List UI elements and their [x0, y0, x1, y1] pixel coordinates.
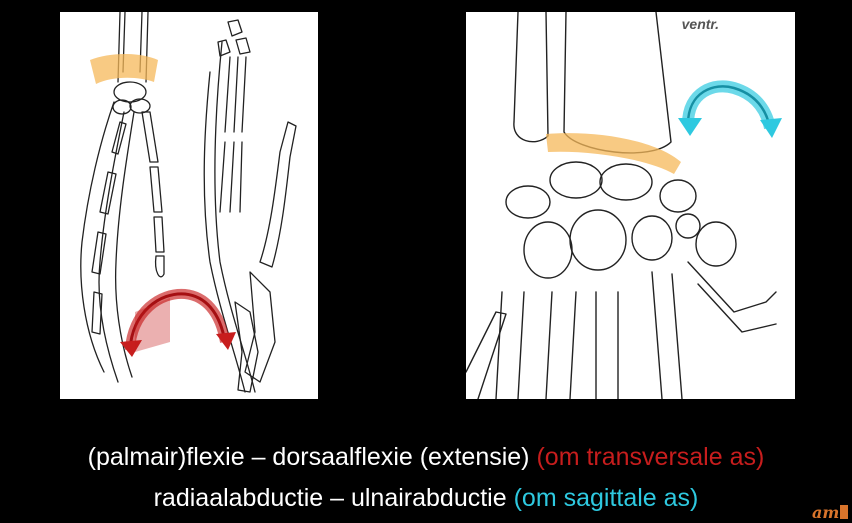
wrist-ventral-drawing	[466, 12, 782, 399]
wrist-ventral-image: ventr.	[466, 12, 795, 399]
caption-line2-axis: (om sagittale as)	[513, 484, 699, 512]
hand-skeleton-lateral-image	[60, 12, 318, 399]
wrist-joint-highlight	[90, 54, 158, 84]
radiocarpal-joint-highlight	[546, 133, 681, 174]
ventral-view-label: ventr.	[681, 16, 719, 32]
curved-arrow-cyan-icon	[678, 80, 782, 138]
caption-line1-axis: (om transversale as)	[536, 443, 765, 471]
hand-skeleton-lateral-drawing	[80, 12, 297, 393]
curved-arrow-red-icon	[120, 288, 236, 357]
caption-abduction: radiaalabductie – ulnairabductie (om sag…	[0, 483, 852, 513]
logo-text: am	[812, 503, 840, 522]
corner-logo: am	[812, 503, 852, 523]
caption-line2-main: radiaalabductie – ulnairabductie	[153, 484, 507, 512]
caption-line1-main: (palmair)flexie – dorsaalflexie (extensi…	[87, 443, 530, 471]
caption-flexion-extension: (palmair)flexie – dorsaalflexie (extensi…	[0, 442, 852, 472]
logo-block-icon	[840, 505, 849, 519]
